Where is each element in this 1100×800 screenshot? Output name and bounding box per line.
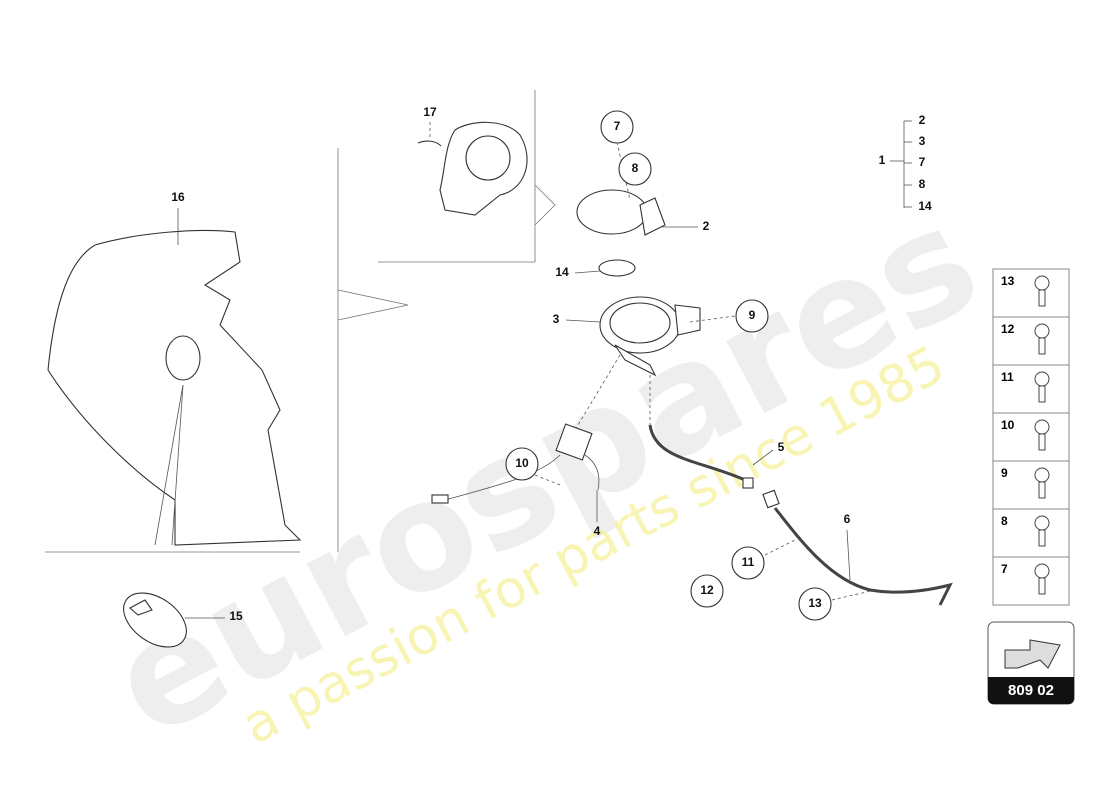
legend-item-number: 11 [1001,370,1014,384]
fuel-cap-part [123,592,225,648]
circled-callout-10: 10 [515,456,529,470]
callout-14: 14 [555,265,569,279]
circled-callout-11: 11 [742,555,755,569]
circled-callouts: 7 8 9 10 11 12 13 [505,110,832,621]
seal-part [598,259,636,277]
legend-item-number: 9 [1001,466,1008,480]
fastener-legend: 13 12 11 10 9 8 7 [992,268,1070,606]
fastener-icon [1034,419,1050,451]
fuel-flap-part [576,141,698,236]
legend-item-number: 13 [1001,274,1015,288]
diagram-code-badge[interactable]: 809 02 [987,621,1075,705]
callout-6: 6 [844,512,851,526]
arrow-icon [1004,639,1061,669]
assembly-bracket: 1 2 3 7 8 14 [879,113,932,213]
callout-17: 17 [423,105,437,119]
legend-item-number: 7 [1001,562,1008,576]
assembly-child: 14 [918,199,932,213]
diagram-code: 809 02 [1008,682,1054,699]
filler-housing-part [565,296,736,431]
callout-4: 4 [594,524,601,538]
rear-fender-part [47,208,302,546]
frame-lines [45,90,556,553]
circled-callout-12: 12 [700,583,714,597]
fastener-icon [1034,323,1050,355]
inset-housing-part [417,121,528,216]
circled-callout-9: 9 [749,308,756,322]
fastener-icon [1034,371,1050,403]
circled-callout-13: 13 [808,596,822,610]
assembly-parent: 1 [879,153,886,167]
hose-part [762,489,953,606]
fastener-icon [1034,563,1050,595]
drain-hose-part [648,424,774,489]
callout-labels: 17 16 2 14 3 5 4 6 15 [171,105,850,623]
fastener-icon [1034,275,1050,307]
legend-item-number: 12 [1001,322,1015,336]
circled-callout-8: 8 [632,161,639,175]
actuator-part [431,423,600,522]
assembly-child: 8 [919,177,926,191]
legend-item-number: 8 [1001,514,1008,528]
callout-5: 5 [778,440,785,454]
assembly-child: 7 [919,155,926,169]
callout-3: 3 [553,312,560,326]
assembly-child: 3 [919,134,926,148]
callout-16: 16 [171,190,185,204]
fastener-icon [1034,467,1050,499]
callout-15: 15 [229,609,243,623]
fastener-icon [1034,515,1050,547]
circled-callout-7: 7 [614,119,621,133]
callout-2: 2 [703,219,710,233]
assembly-child: 2 [919,113,926,127]
legend-item-number: 10 [1001,418,1015,432]
